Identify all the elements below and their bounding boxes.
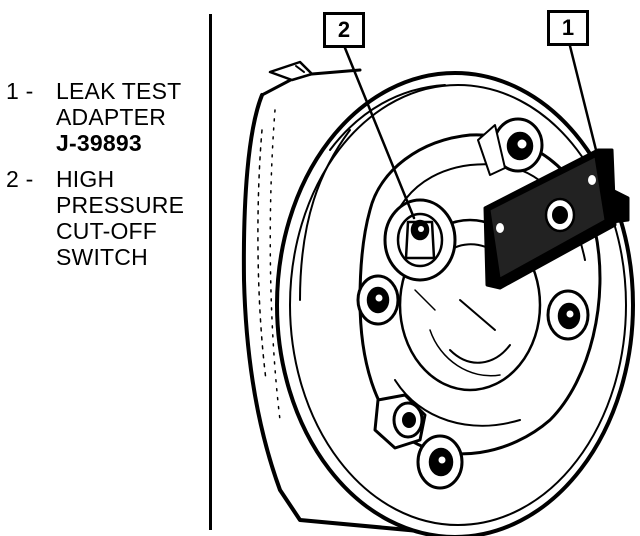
legend-text-1: LEAK TEST ADAPTER J-39893 bbox=[56, 78, 202, 156]
leader-line-2 bbox=[343, 46, 416, 220]
legend-line: ADAPTER bbox=[56, 104, 167, 130]
high-pressure-cutoff-switch bbox=[383, 198, 457, 282]
center-hub bbox=[398, 218, 542, 392]
legend-item-2: 2 - HIGH PRESSURE CUT-OFF SWITCH bbox=[6, 166, 202, 270]
bolt-right bbox=[546, 289, 590, 341]
legend-text-2: HIGH PRESSURE CUT-OFF SWITCH bbox=[56, 166, 202, 270]
legend-item-1: 1 - LEAK TEST ADAPTER J-39893 bbox=[6, 78, 202, 156]
legend-tool-number: J-39893 bbox=[56, 130, 142, 156]
legend-number-2: 2 - bbox=[6, 166, 34, 192]
divider-line bbox=[209, 14, 212, 530]
leader-line-1 bbox=[568, 44, 598, 152]
leak-test-adapter bbox=[483, 148, 630, 290]
bolt-bottom bbox=[416, 434, 464, 490]
lower-port-fitting bbox=[373, 393, 427, 450]
legend-line: CUT-OFF bbox=[56, 218, 158, 244]
legend-line: PRESSURE bbox=[56, 192, 185, 218]
legend-number-1: 1 - bbox=[6, 78, 34, 104]
legend-line: LEAK TEST bbox=[56, 78, 182, 104]
callout-2: 2 bbox=[323, 12, 365, 48]
legend-line: HIGH bbox=[56, 166, 115, 192]
bolt-top bbox=[477, 117, 544, 176]
bolt-left bbox=[356, 274, 400, 326]
legend: 1 - LEAK TEST ADAPTER J-39893 2 - HIGH P… bbox=[6, 78, 202, 280]
legend-line: SWITCH bbox=[56, 244, 148, 270]
callout-1: 1 bbox=[547, 10, 589, 46]
